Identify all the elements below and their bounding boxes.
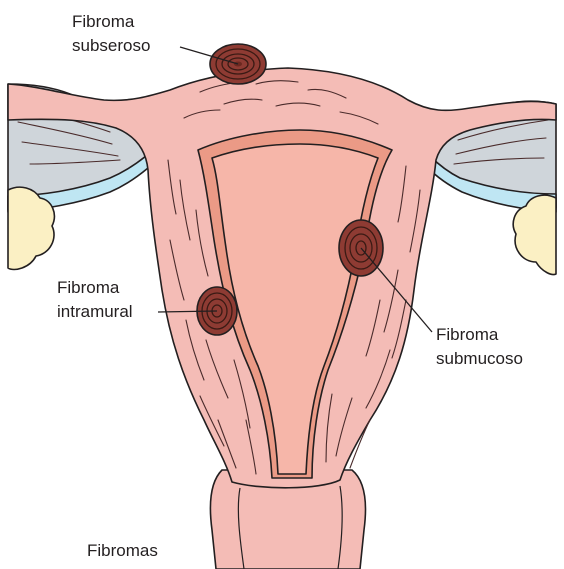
figure-caption: Fibromas — [87, 541, 158, 560]
subserous-label-line1: Fibroma — [72, 12, 135, 31]
subserous-label-line2: subseroso — [72, 36, 150, 55]
intramural-label-line1: Fibroma — [57, 278, 120, 297]
submucous-label-line1: Fibroma — [436, 325, 499, 344]
submucous-label-line2: submucoso — [436, 349, 523, 368]
intramural-label-line2: intramural — [57, 302, 133, 321]
